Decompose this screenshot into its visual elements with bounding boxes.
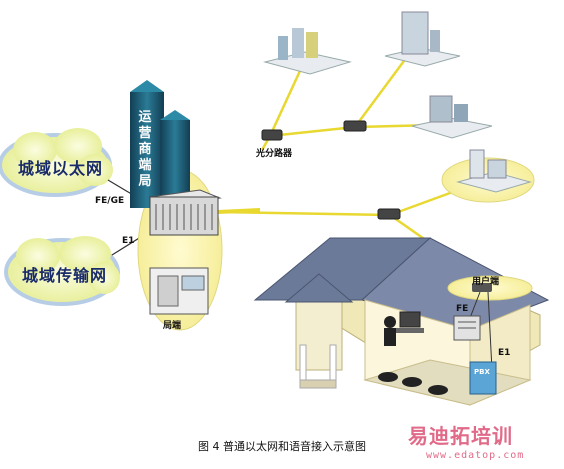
fe-user-label: FE	[456, 304, 469, 314]
metro-ethernet-cloud	[0, 128, 113, 197]
pbx-label: PBX	[474, 368, 490, 376]
ont-icon	[472, 283, 492, 292]
e1-left-label: E1	[122, 236, 135, 246]
fe-ge-label: FE/GE	[95, 196, 125, 206]
metro-ethernet-label: 城域以太网	[18, 159, 104, 178]
metro-transport-label: 城域传输网	[22, 266, 108, 285]
splitter-1-icon	[261, 129, 283, 141]
office-end-label: 局端	[163, 321, 182, 331]
fe-cable	[469, 291, 481, 319]
watermark-brand: 易迪拓培训	[408, 424, 513, 448]
figure-caption: 图 4 普通以太网和语音接入示意图	[198, 440, 366, 453]
pbx-unit-icon	[469, 361, 497, 395]
telephone-icons	[378, 372, 448, 395]
operator-tower-label: 运营商端局	[138, 110, 152, 189]
building-3-icon	[411, 95, 493, 139]
lan-switch-icon	[453, 315, 481, 341]
watermark-url: www.edatop.com	[426, 450, 525, 461]
building-4-icon	[441, 149, 535, 203]
e1-cable	[487, 291, 493, 371]
user-end-label: 用户端	[472, 277, 500, 287]
olt-equipment	[148, 189, 222, 236]
metro-transport-cloud	[4, 236, 120, 306]
building-1-icon	[263, 28, 352, 75]
building-2-icon	[384, 11, 461, 67]
fiber-trunk	[217, 208, 261, 214]
management-server	[149, 267, 209, 315]
splitter-label: 光分路器	[256, 149, 293, 159]
splitter-3-icon	[377, 208, 401, 220]
user-workstation	[384, 311, 424, 346]
splitter-2-icon	[343, 120, 367, 132]
e1-user-label: E1	[498, 348, 511, 358]
